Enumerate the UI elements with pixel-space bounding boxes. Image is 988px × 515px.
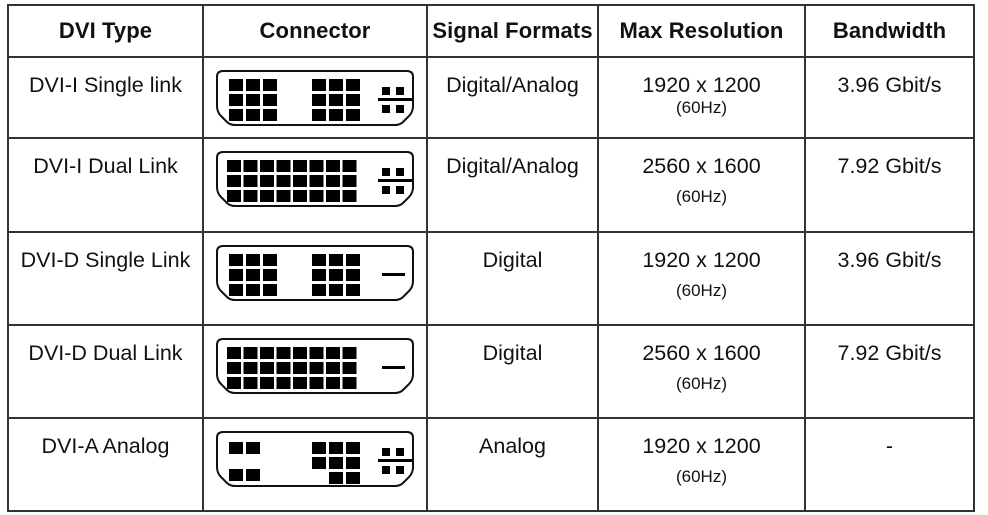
connector-cell [202, 324, 428, 419]
header-connector: Connector [202, 4, 428, 58]
table-row: DVI-I Dual Link Digital/Analog 2560 x 16… [7, 137, 975, 233]
table-row: DVI-D Single Link Digital 1920 x 1200(60… [7, 231, 975, 326]
dvi-type-cell: DVI-I Single link [7, 56, 204, 139]
signal-cell: Digital/Analog [426, 137, 599, 233]
resolution-cell: 1920 x 1200(60Hz) [597, 231, 806, 326]
header-dvi-type: DVI Type [7, 4, 204, 58]
connector-cell [202, 417, 428, 512]
dvi-types-table: DVI Type Connector Signal Formats Max Re… [7, 4, 975, 512]
connector-cell [202, 231, 428, 326]
dvi-type-cell: DVI-I Dual Link [7, 137, 204, 233]
bandwidth-cell: 7.92 Gbit/s [804, 324, 975, 419]
table-row: DVI-D Dual Link Digital 2560 x 1600(60Hz… [7, 324, 975, 419]
bandwidth-cell: 3.96 Gbit/s [804, 56, 975, 139]
dvi-type-cell: DVI-A Analog [7, 417, 204, 512]
signal-cell: Analog [426, 417, 599, 512]
resolution-cell: 1920 x 1200(60Hz) [597, 417, 806, 512]
dvi-d-dual-link-connector-icon [216, 338, 414, 394]
bandwidth-cell: 3.96 Gbit/s [804, 231, 975, 326]
resolution-cell: 1920 x 1200(60Hz) [597, 56, 806, 139]
header-row: DVI Type Connector Signal Formats Max Re… [7, 4, 975, 58]
resolution-cell: 2560 x 1600(60Hz) [597, 137, 806, 233]
dvi-i-dual-link-connector-icon [216, 151, 414, 207]
bandwidth-cell: - [804, 417, 975, 512]
dvi-a-analog-connector-icon [216, 431, 414, 487]
dvi-d-single-link-connector-icon [216, 245, 414, 301]
connector-cell [202, 137, 428, 233]
bandwidth-cell: 7.92 Gbit/s [804, 137, 975, 233]
dvi-type-cell: DVI-D Dual Link [7, 324, 204, 419]
dvi-i-single-link-connector-icon [216, 70, 414, 126]
header-max-resolution: Max Resolution [597, 4, 806, 58]
signal-cell: Digital/Analog [426, 56, 599, 139]
header-bandwidth: Bandwidth [804, 4, 975, 58]
header-signal-formats: Signal Formats [426, 4, 599, 58]
signal-cell: Digital [426, 231, 599, 326]
table-row: DVI-I Single link Digital/Analog 1920 x … [7, 56, 975, 139]
connector-cell [202, 56, 428, 139]
resolution-cell: 2560 x 1600(60Hz) [597, 324, 806, 419]
table-row: DVI-A Analog Analog 1920 x 1200(60Hz) - [7, 417, 975, 512]
signal-cell: Digital [426, 324, 599, 419]
dvi-type-cell: DVI-D Single Link [7, 231, 204, 326]
